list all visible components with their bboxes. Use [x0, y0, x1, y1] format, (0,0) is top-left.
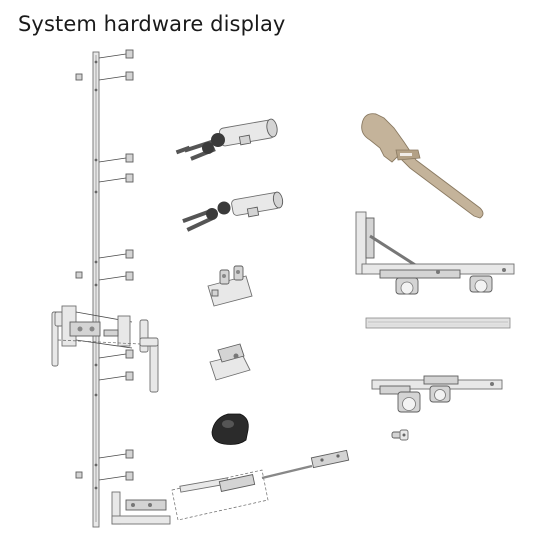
page-title: System hardware display — [18, 12, 286, 36]
sliding-roller-carriage-with-corner — [355, 211, 515, 295]
corner-drive-and-horizontal-rod — [111, 449, 350, 525]
champagne-lever-handle — [361, 113, 484, 219]
lock-cylinder-with-keys — [175, 118, 278, 161]
gearbox-handle-set — [51, 305, 159, 393]
lock-cylinder-with-keys — [182, 191, 284, 232]
single-keeper-bracket — [209, 343, 251, 381]
black-stopper — [211, 413, 249, 445]
guide-track-strip — [365, 317, 511, 329]
exploded-hardware-assembly — [51, 49, 350, 528]
small-connector-pin — [391, 429, 409, 441]
double-keeper-bracket — [207, 265, 253, 307]
sliding-roller-carriage — [371, 375, 503, 413]
